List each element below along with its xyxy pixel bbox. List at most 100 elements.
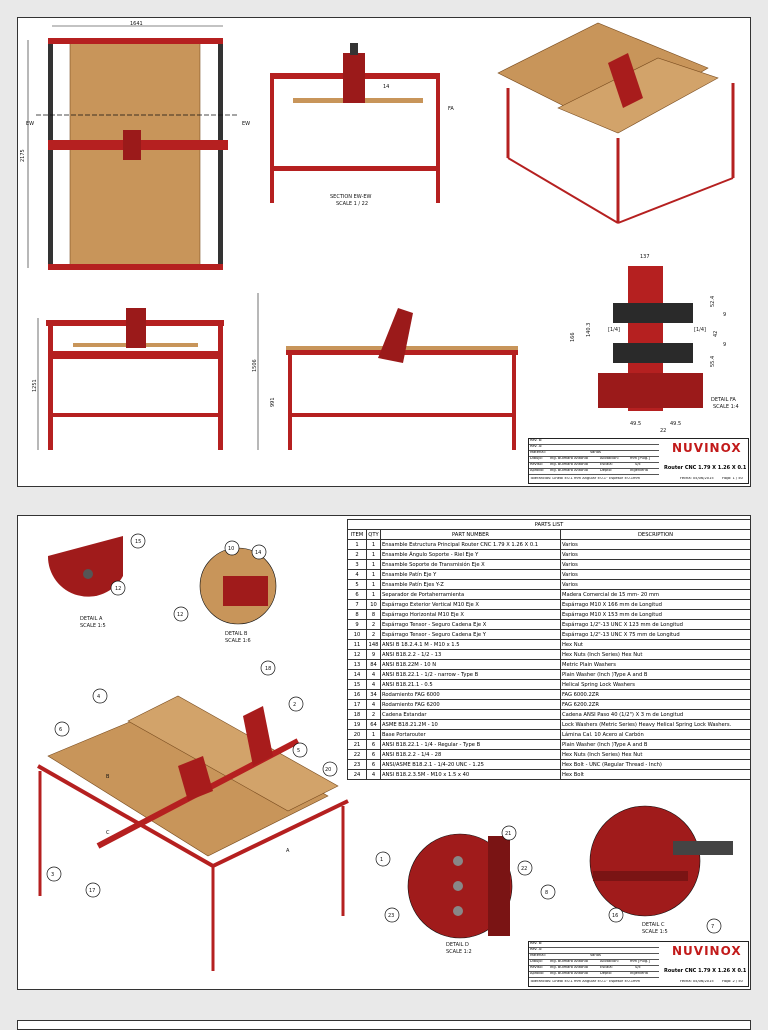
section-mark-left: EW bbox=[26, 121, 34, 127]
parts-cell-qty: 64 bbox=[366, 719, 381, 730]
parts-list-table: PARTS LIST ITEM QTY PART NUMBER DESCRIPT… bbox=[347, 519, 751, 780]
section-scale: SCALE 1 / 22 bbox=[336, 201, 368, 207]
parts-cell-part: ANSI B18.22.1 - 1/2 - narrow - Type B bbox=[380, 669, 561, 680]
parts-cell-item: 5 bbox=[347, 579, 367, 590]
tb-reviso: Revisó: bbox=[530, 463, 543, 466]
parts-cell-part: Base Portarouter bbox=[380, 729, 561, 740]
parts-cell-item: 10 bbox=[347, 629, 367, 640]
parts-cell-desc: Plain Washer (Inch )Type A and B bbox=[560, 669, 751, 680]
parts-cell-desc: Cadena ANSI Paso 40 (1/2") X 3 m de Long… bbox=[560, 709, 751, 720]
parts-cell-part: ANSI B 18.2.4.1 M - M10 x 1.5 bbox=[380, 639, 561, 650]
balloon-8: 8 bbox=[545, 890, 548, 896]
balloon-5: 5 bbox=[297, 748, 300, 754]
parts-cell-item: 20 bbox=[347, 729, 367, 740]
tb2-reviso-name: Ing. Bulmaro Antonio bbox=[550, 966, 588, 969]
detail-d-scale: SCALE 1:2 bbox=[446, 949, 472, 955]
parts-cell-desc: Varios bbox=[560, 559, 751, 570]
parts-cell-item: 6 bbox=[347, 589, 367, 600]
parts-cell-desc: Espárrago M10 X 153 mm de Longitud bbox=[560, 609, 751, 620]
parts-cell-item: 7 bbox=[347, 599, 367, 610]
tb-dibujo-name: Ing. Bulmaro Antonio bbox=[550, 457, 588, 460]
frame-bottom bbox=[48, 264, 223, 270]
parts-cell-qty: 4 bbox=[366, 769, 381, 780]
parts-cell-qty: 10 bbox=[366, 599, 381, 610]
brand-logo: NUVINOX bbox=[672, 441, 742, 455]
detail-b-scale: SCALE 1:6 bbox=[225, 638, 251, 644]
balloon-3: 3 bbox=[51, 872, 54, 878]
tb-depto-val: Ingeniería bbox=[630, 469, 648, 472]
parts-cell-part: Rodamiento FAG 6200 bbox=[380, 699, 561, 710]
parts-cell-desc: Lámina Cal. 10 Acero al Carbón bbox=[560, 729, 751, 740]
front-view: 1251 bbox=[32, 308, 224, 450]
balloon-16: 16 bbox=[612, 913, 618, 919]
balloon-22: 22 bbox=[521, 866, 527, 872]
parts-cell-item: 19 bbox=[347, 719, 367, 730]
dim-height-side: 1506 bbox=[252, 359, 258, 372]
parts-cell-desc: Madera Comercial de 15 mm- 20 mm bbox=[560, 589, 751, 600]
iso-assembly: 18 4 2 6 5 20 1 3 17 B C A bbox=[37, 660, 391, 971]
detail-d: 21 22 23 DETAIL D SCALE 1:2 bbox=[384, 825, 533, 955]
parts-cell-qty: 6 bbox=[366, 749, 381, 760]
fa-dim-9b: 9 bbox=[723, 342, 726, 348]
tb2-hoja: Hoja: 2 / 50 bbox=[722, 980, 743, 983]
drawing-sheet-3 bbox=[17, 1020, 751, 1030]
parts-cell-item: 12 bbox=[347, 649, 367, 660]
balloon-18: 18 bbox=[265, 666, 271, 672]
tb2-depto: Depto: bbox=[600, 972, 613, 975]
detail-a: 15 12 DETAIL A SCALE 1:5 bbox=[47, 533, 146, 629]
fa-dim-42: 42 bbox=[713, 331, 719, 337]
col-qty: QTY bbox=[366, 529, 381, 540]
tb2-acot: Acotación: bbox=[600, 960, 619, 963]
parts-cell-item: 18 bbox=[347, 709, 367, 720]
balloon-7: 7 bbox=[711, 924, 714, 930]
parts-cell-qty: 1 bbox=[366, 589, 381, 600]
tb-dibujo: Dibujo: bbox=[530, 457, 543, 460]
col-part: PART NUMBER bbox=[380, 529, 561, 540]
detail-b-label: DETAIL B bbox=[225, 631, 248, 637]
tb-rev-a: Rev. A: bbox=[530, 445, 543, 448]
dim-width-top: 1641 bbox=[130, 21, 143, 27]
parts-cell-item: 15 bbox=[347, 679, 367, 690]
tb2-material-val: Varios bbox=[590, 954, 601, 957]
parts-cell-desc: Plain Washer (Inch )Type A and B bbox=[560, 739, 751, 750]
parts-cell-desc: Lock Washers (Metric Series) Heavy Helic… bbox=[560, 719, 751, 730]
parts-cell-desc: Hex Nuts (Inch Series) Hex Nut bbox=[560, 749, 751, 760]
parts-cell-qty: 2 bbox=[366, 709, 381, 720]
fa-quarter-2: [1/4] bbox=[694, 327, 706, 333]
tb2-aprobo-name: Ing. Bulmaro Antonio bbox=[550, 972, 588, 975]
parts-cell-item: 23 bbox=[347, 759, 367, 770]
dim-height-left: 2175 bbox=[20, 149, 26, 162]
tb2-dibujo: Dibujo: bbox=[530, 960, 543, 963]
parts-cell-part: ANSI B18.2.2 - 1/4 - 28 bbox=[380, 749, 561, 760]
tb-aprobo: Aprobó: bbox=[530, 469, 545, 472]
section-label: SECTION EW-EW bbox=[330, 194, 371, 200]
tb2-escala-val: S/E bbox=[635, 966, 641, 969]
tb2-material: Material: bbox=[530, 954, 546, 957]
parts-cell-item: 13 bbox=[347, 659, 367, 670]
drawing-title-2: Router CNC 1.79 X 1.26 X 0.1 bbox=[664, 968, 747, 974]
parts-cell-part: Ensamble Estructura Principal Router CNC… bbox=[380, 539, 561, 550]
balloon-14: 14 bbox=[255, 550, 261, 556]
balloon-23: 23 bbox=[388, 913, 394, 919]
parts-cell-part: Cadena Estandar bbox=[380, 709, 561, 720]
rail-right bbox=[218, 40, 223, 268]
detail-c-scale: SCALE 1:5 bbox=[642, 929, 668, 935]
parts-cell-desc: Hex Bolt bbox=[560, 769, 751, 780]
tb-fecha: Fecha: 05/06/2015 bbox=[680, 477, 714, 480]
parts-cell-desc: FAG 6200.2ZR bbox=[560, 699, 751, 710]
dim-height-side-2: 991 bbox=[270, 397, 276, 407]
balloon-21: 21 bbox=[505, 831, 511, 837]
parts-cell-part: Espárrago Tensor - Seguro Cadena Eje X bbox=[380, 619, 561, 630]
detail-fa: 137 166 140.3 52.4 9 42 9 55.4 49.5 49.5… bbox=[570, 254, 739, 434]
tb-escala-val: S/E bbox=[635, 463, 641, 466]
parts-cell-desc: Espárrago M10 X 166 mm de Longitud bbox=[560, 599, 751, 610]
parts-cell-desc: Helical Spring Lock Washers bbox=[560, 679, 751, 690]
